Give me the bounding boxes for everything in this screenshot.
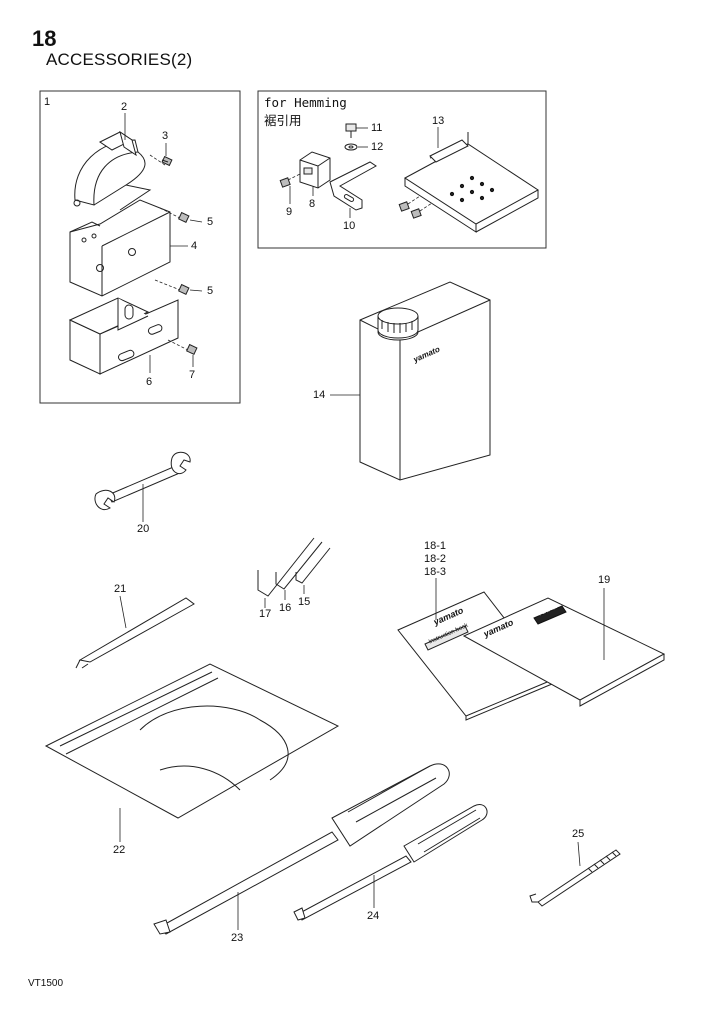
callout-1: 1 bbox=[44, 96, 51, 108]
callout-7: 7 bbox=[189, 369, 196, 381]
part-4-mounting-plate bbox=[69, 199, 171, 297]
callout-11: 11 bbox=[371, 122, 383, 134]
callout-18-2: 18-2 bbox=[424, 553, 447, 565]
callout-5b: 5 bbox=[207, 285, 214, 297]
callout-3: 3 bbox=[162, 130, 169, 142]
page-title: ACCESSORIES(2) bbox=[46, 50, 193, 69]
callout-4: 4 bbox=[191, 240, 198, 252]
hemming-label-en: for Hemming bbox=[264, 95, 347, 110]
part-20-wrench bbox=[94, 451, 191, 510]
part-19-parts-list bbox=[462, 597, 666, 707]
callout-15: 15 bbox=[298, 596, 311, 608]
callout-13: 13 bbox=[432, 115, 445, 127]
part-16-hex-key bbox=[275, 541, 323, 590]
part-13-hemming-plate bbox=[404, 132, 539, 233]
callout-18-1: 18-1 bbox=[424, 540, 447, 552]
footer-code: VT1500 bbox=[28, 978, 64, 989]
part-22-plastic-bag bbox=[44, 663, 340, 819]
part-15-hex-key bbox=[295, 547, 331, 584]
callout-5a: 5 bbox=[207, 216, 214, 228]
part-23-screwdriver-large bbox=[153, 763, 450, 935]
callout-10: 10 bbox=[343, 220, 356, 232]
assembly-box-1 bbox=[39, 90, 241, 404]
callout-21: 21 bbox=[114, 583, 127, 595]
callout-20: 20 bbox=[137, 523, 150, 535]
part-2-clamp-cover bbox=[73, 130, 152, 211]
callout-17: 17 bbox=[259, 608, 272, 620]
part-14-oil-bottle bbox=[359, 281, 491, 481]
part-10-guide-plate bbox=[329, 161, 377, 211]
callout-12: 12 bbox=[371, 141, 384, 153]
part-9-screw bbox=[279, 173, 301, 188]
callout-23: 23 bbox=[231, 932, 244, 944]
callout-25: 25 bbox=[572, 828, 585, 840]
callout-14: 14 bbox=[313, 389, 326, 401]
part-13-screws bbox=[398, 195, 433, 219]
callout-24: 24 bbox=[367, 910, 380, 922]
part-8-block bbox=[299, 151, 331, 189]
part-24-screwdriver-small bbox=[293, 804, 488, 921]
part-3-screw bbox=[149, 154, 173, 167]
callout-2: 2 bbox=[121, 101, 128, 113]
callout-8: 8 bbox=[309, 198, 316, 210]
callout-18-3: 18-3 bbox=[424, 566, 447, 578]
hemming-label-jp: 裾引用 bbox=[264, 113, 302, 128]
part-11-screw bbox=[345, 123, 357, 138]
part-5-screw-b bbox=[154, 279, 190, 295]
hemming-box bbox=[257, 90, 547, 249]
page-number: 18 bbox=[32, 26, 57, 51]
callout-19: 19 bbox=[598, 574, 611, 586]
part-17-hex-key bbox=[257, 537, 315, 597]
callout-16: 16 bbox=[279, 602, 292, 614]
part-21-tweezers bbox=[75, 597, 195, 669]
part-6-bracket bbox=[68, 297, 179, 375]
callout-9: 9 bbox=[286, 206, 293, 218]
part-25-threader bbox=[529, 849, 621, 907]
callout-6: 6 bbox=[146, 376, 153, 388]
part-12-washer bbox=[344, 143, 358, 151]
callout-22: 22 bbox=[113, 844, 126, 856]
part-7-screw bbox=[167, 339, 198, 355]
part-5-screw-a bbox=[159, 207, 190, 223]
